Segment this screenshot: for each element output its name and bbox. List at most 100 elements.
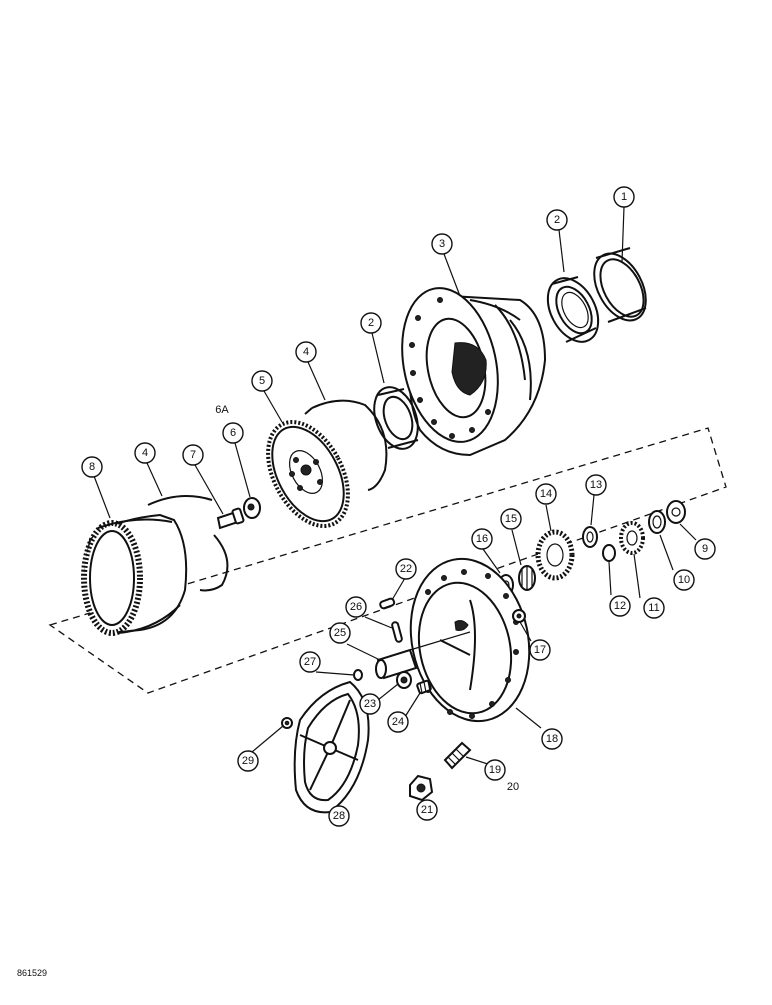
callout-circle xyxy=(134,442,156,464)
callout-12: 12 xyxy=(609,595,631,617)
callout-27: 27 xyxy=(299,651,321,673)
callout-circle xyxy=(673,569,695,591)
callout-circle xyxy=(694,538,716,560)
callout-circle xyxy=(535,483,557,505)
callout-1: 1 xyxy=(613,186,635,208)
callout-number: 21 xyxy=(421,804,433,816)
callout-number: 29 xyxy=(242,755,254,767)
callout-13: 13 xyxy=(585,474,607,496)
part-25-shaft xyxy=(375,631,471,680)
callout-circle xyxy=(541,728,563,750)
part-7-bolt xyxy=(216,507,245,530)
callout-number: 11 xyxy=(648,602,659,614)
callout-circle xyxy=(251,370,273,392)
part-28-cover-plate xyxy=(293,680,370,814)
callout-number: 8 xyxy=(89,461,95,473)
callout-6: 6 xyxy=(222,422,244,444)
callout-circle xyxy=(222,422,244,444)
callout-number: 16 xyxy=(476,533,488,545)
callout-15: 15 xyxy=(500,508,522,530)
callout-number: 5 xyxy=(259,375,265,387)
part-4-snap-ring-upper xyxy=(304,399,388,491)
callout-21: 21 xyxy=(416,799,438,821)
part-6-spacer xyxy=(243,497,261,519)
callout-circle xyxy=(613,186,635,208)
callout-number: 1 xyxy=(621,191,627,203)
callout-number: 2 xyxy=(554,214,560,226)
callout-24: 24 xyxy=(387,711,409,733)
part-24-set-screw xyxy=(416,679,432,695)
callout-number: 26 xyxy=(350,601,362,613)
callout-14: 14 xyxy=(535,483,557,505)
part-11-pinion-gear xyxy=(619,521,645,555)
part-13-thrust-washer xyxy=(582,526,598,548)
callout-29: 29 xyxy=(237,750,259,772)
part-2-bearing-lower xyxy=(373,386,419,450)
callout-circle xyxy=(609,595,631,617)
callout-circle xyxy=(345,596,367,618)
part-2-bearing-upper xyxy=(546,276,600,343)
part-22-pin xyxy=(379,597,396,610)
callout-circle xyxy=(328,805,350,827)
part-12-retaining-ring xyxy=(602,544,616,562)
callout-7: 7 xyxy=(182,444,204,466)
callout-number: 13 xyxy=(590,479,602,491)
callout-5: 5 xyxy=(251,370,273,392)
callout-number: 12 xyxy=(614,600,626,612)
part-1-bearing-cup xyxy=(593,247,647,323)
callout-number: 9 xyxy=(702,543,708,555)
callout-18: 18 xyxy=(541,728,563,750)
callout-circle xyxy=(529,639,551,661)
part-5-carrier-gear xyxy=(266,420,350,528)
part-10-washer xyxy=(648,510,666,534)
part-29-screw xyxy=(281,717,293,729)
callout-2: 2 xyxy=(360,312,382,334)
callout-number: 4 xyxy=(303,346,309,358)
callout-circle xyxy=(484,759,506,781)
housing-bolt-holes xyxy=(409,297,491,439)
callout-number: 27 xyxy=(304,656,316,668)
callout-circle xyxy=(329,622,351,644)
callout-number: 7 xyxy=(190,449,196,461)
callout-circle xyxy=(500,508,522,530)
callout-9: 9 xyxy=(694,538,716,560)
part-8-ring-gear xyxy=(81,513,188,636)
callout-circle xyxy=(360,312,382,334)
callout-4: 4 xyxy=(295,341,317,363)
callout-labels: 1232456A67481314151691011122226252717232… xyxy=(81,186,716,827)
callout-19: 19 xyxy=(484,759,506,781)
callout-3: 3 xyxy=(431,233,453,255)
callout-number: 28 xyxy=(333,810,345,822)
callout-17: 17 xyxy=(529,639,551,661)
callout-circle xyxy=(387,711,409,733)
callout-circle xyxy=(295,341,317,363)
part-9-nut xyxy=(666,500,686,524)
callout-number: 22 xyxy=(400,563,412,575)
callout-25: 25 xyxy=(329,622,351,644)
callout-circle xyxy=(643,597,665,619)
callout-circle xyxy=(471,528,493,550)
callout-23: 23 xyxy=(359,693,381,715)
callout-6a: 6A xyxy=(215,404,229,416)
callout-number: 3 xyxy=(439,238,445,250)
callout-circle xyxy=(431,233,453,255)
callout-16: 16 xyxy=(471,528,493,550)
callout-number: 2 xyxy=(368,317,374,329)
callout-circle xyxy=(585,474,607,496)
callout-2: 2 xyxy=(546,209,568,231)
callout-26: 26 xyxy=(345,596,367,618)
leader-lines xyxy=(93,206,697,813)
callout-circle xyxy=(395,558,417,580)
part-27-o-ring xyxy=(353,669,363,681)
subassembly-boundary xyxy=(48,427,727,694)
callout-22: 22 xyxy=(395,558,417,580)
part-26-roll-pin xyxy=(391,621,403,643)
callout-11: 11 xyxy=(643,597,665,619)
callout-4: 4 xyxy=(134,442,156,464)
callout-number: 4 xyxy=(142,447,148,459)
callout-number: 23 xyxy=(364,698,376,710)
callout-20: 20 xyxy=(507,781,519,793)
part-19-stud xyxy=(443,741,472,770)
callout-circle xyxy=(359,693,381,715)
